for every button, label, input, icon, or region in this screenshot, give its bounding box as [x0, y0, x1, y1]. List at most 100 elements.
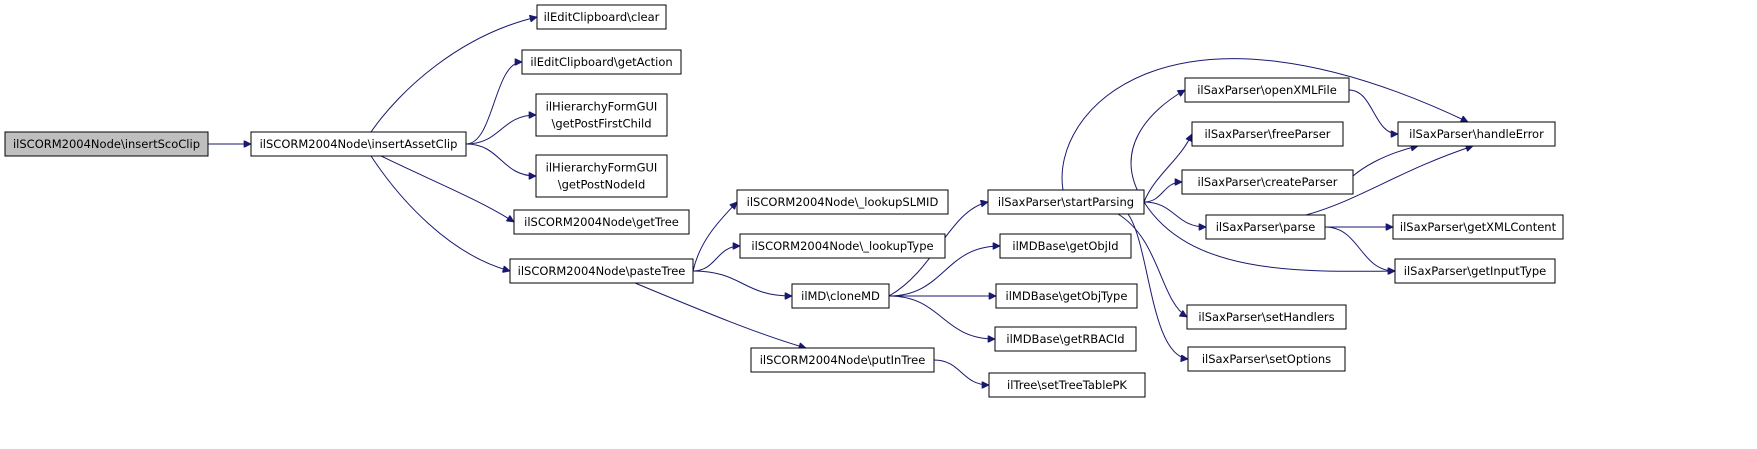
edge-n7-n10 [692, 270, 792, 296]
node-box [535, 154, 668, 198]
node-label: ilSaxParser\openXMLFile [1197, 83, 1337, 97]
edge-n7-n9 [692, 246, 740, 272]
edge-n12-n17 [1130, 89, 1185, 203]
node-box [250, 131, 467, 157]
node-n7[interactable]: ilSCORM2004Node\pasteTree [509, 258, 694, 284]
node-label: ilEditClipboard\getAction [530, 55, 672, 69]
node-label: ilSaxParser\getInputType [1404, 264, 1546, 278]
node-label: ilHierarchyFormGUI [546, 161, 658, 175]
edge-n1-n6 [380, 155, 514, 222]
node-box [4, 131, 209, 157]
node-label: ilMDBase\getObjId [1012, 239, 1118, 253]
node-n0: ilSCORM2004Node\insertScoClip [4, 131, 209, 157]
node-n12[interactable]: ilSaxParser\startParsing [987, 189, 1145, 215]
edge-n1-n7 [370, 155, 510, 271]
node-n4[interactable]: ilHierarchyFormGUI \getPostFirstChild [535, 93, 668, 137]
node-box [791, 283, 890, 309]
node-box [999, 233, 1132, 259]
node-n16[interactable]: ilTree\setTreeTablePK [988, 372, 1146, 398]
node-label: ilSaxParser\freeParser [1204, 127, 1330, 141]
edge-n1-n5 [465, 143, 536, 176]
node-label: ilSaxParser\getXMLContent [1400, 220, 1557, 234]
node-box [1392, 214, 1564, 240]
edge-n12-n22 [1127, 213, 1188, 359]
node-box [994, 326, 1137, 352]
node-label: ilMD\cloneMD [801, 289, 880, 303]
node-n20[interactable]: ilSaxParser\parse [1205, 214, 1326, 240]
node-label: ilSCORM2004Node\_lookupSLMID [747, 195, 939, 209]
node-label: ilSaxParser\setHandlers [1198, 310, 1334, 324]
node-box [736, 189, 949, 215]
edge-n19-n23 [1352, 146, 1418, 177]
node-n21[interactable]: ilSaxParser\setHandlers [1186, 304, 1347, 330]
node-box [750, 347, 935, 373]
node-box [1181, 169, 1354, 195]
node-label: ilSCORM2004Node\pasteTree [518, 264, 686, 278]
node-n14[interactable]: ilMDBase\getObjType [995, 283, 1138, 309]
node-label: ilSCORM2004Node\getTree [524, 215, 679, 229]
node-n13[interactable]: ilMDBase\getObjId [999, 233, 1132, 259]
node-label: ilSaxParser\parse [1216, 220, 1316, 234]
node-label: ilSaxParser\handleError [1409, 127, 1544, 141]
node-n15[interactable]: ilMDBase\getRBACId [994, 326, 1137, 352]
node-n19[interactable]: ilSaxParser\createParser [1181, 169, 1354, 195]
node-n1[interactable]: ilSCORM2004Node\insertAssetClip [250, 131, 467, 157]
node-n3[interactable]: ilEditClipboard\getAction [521, 49, 682, 75]
node-n9[interactable]: ilSCORM2004Node\_lookupType [739, 233, 946, 259]
edge-n12-n20 [1143, 201, 1206, 227]
node-label: ilSCORM2004Node\insertAssetClip [260, 137, 458, 151]
node-box [536, 4, 667, 30]
node-label: ilEditClipboard\clear [544, 10, 660, 24]
node-label: ilSCORM2004Node\putInTree [760, 353, 926, 367]
node-box [1191, 121, 1344, 147]
edge-n12-n25 [1143, 201, 1395, 271]
node-n23[interactable]: ilSaxParser\handleError [1397, 121, 1556, 147]
edge-n10-n15 [888, 295, 995, 339]
node-box [509, 258, 694, 284]
node-n18[interactable]: ilSaxParser\freeParser [1191, 121, 1344, 147]
node-n2[interactable]: ilEditClipboard\clear [536, 4, 667, 30]
node-box [513, 209, 690, 235]
node-box [1184, 77, 1350, 103]
node-box [995, 283, 1138, 309]
node-n17[interactable]: ilSaxParser\openXMLFile [1184, 77, 1350, 103]
node-box [1205, 214, 1326, 240]
node-n6[interactable]: ilSCORM2004Node\getTree [513, 209, 690, 235]
node-n10[interactable]: ilMD\cloneMD [791, 283, 890, 309]
edge-n20-n25 [1324, 226, 1395, 271]
edge-n7-n8 [692, 202, 737, 272]
edges-layer [208, 17, 1473, 385]
node-label: ilHierarchyFormGUI [546, 100, 658, 114]
node-label: ilMDBase\getObjType [1006, 289, 1128, 303]
edge-n10-n13 [888, 246, 1000, 297]
node-box [987, 189, 1145, 215]
edge-n1-n4 [465, 115, 536, 145]
node-box [739, 233, 946, 259]
edge-n1-n3 [465, 62, 522, 145]
node-box [1187, 346, 1346, 372]
node-label: ilSCORM2004Node\_lookupType [751, 239, 933, 253]
node-box [1186, 304, 1347, 330]
node-label: ilTree\setTreeTablePK [1007, 378, 1127, 392]
node-box [1397, 121, 1556, 147]
node-label: \getPostNodeId [558, 178, 646, 192]
node-label: ilSaxParser\startParsing [998, 195, 1134, 209]
node-n22[interactable]: ilSaxParser\setOptions [1187, 346, 1346, 372]
node-label: \getPostFirstChild [551, 117, 651, 131]
edge-n12-n19 [1143, 182, 1182, 203]
node-n11[interactable]: ilSCORM2004Node\putInTree [750, 347, 935, 373]
node-n5[interactable]: ilHierarchyFormGUI \getPostNodeId [535, 154, 668, 198]
node-label: ilSaxParser\createParser [1198, 175, 1338, 189]
edge-n20-n23 [1305, 146, 1473, 216]
node-label: ilSaxParser\setOptions [1202, 352, 1331, 366]
node-n25[interactable]: ilSaxParser\getInputType [1394, 258, 1556, 284]
node-n24[interactable]: ilSaxParser\getXMLContent [1392, 214, 1564, 240]
node-box [521, 49, 682, 75]
node-box [535, 93, 668, 137]
edge-n1-n2 [370, 17, 537, 133]
node-label: ilMDBase\getRBACId [1006, 332, 1124, 346]
node-n8[interactable]: ilSCORM2004Node\_lookupSLMID [736, 189, 949, 215]
edge-n12-n18 [1143, 134, 1192, 203]
edge-n17-n23 [1348, 89, 1398, 134]
